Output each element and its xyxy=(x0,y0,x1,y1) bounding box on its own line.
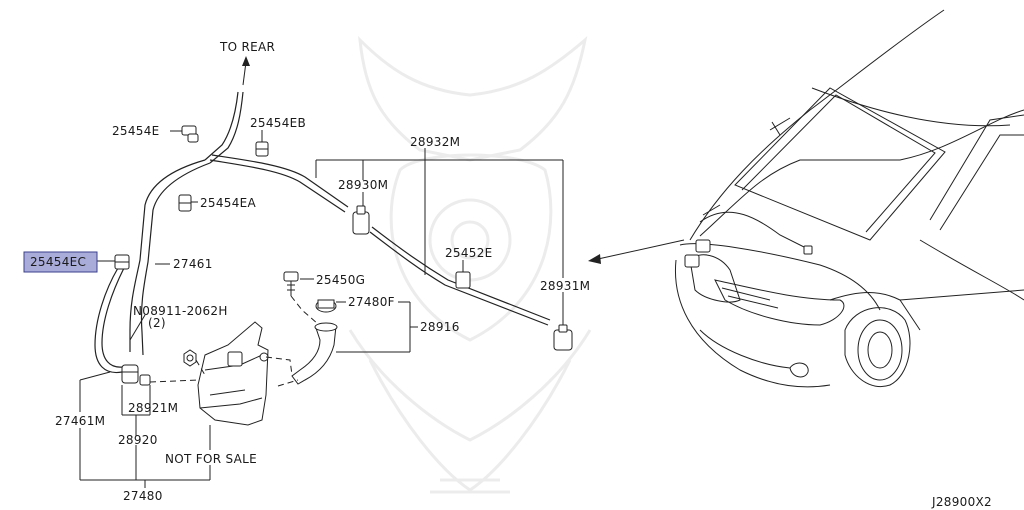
to-rear-label: TO REAR xyxy=(219,40,275,54)
washer-tank xyxy=(197,321,269,426)
label-27480: 27480 xyxy=(123,489,163,503)
filler-cap-27480F xyxy=(315,299,337,313)
diagram-code: J28900X2 xyxy=(931,495,992,509)
label-28920: 28920 xyxy=(118,433,158,447)
label-27480F: 27480F xyxy=(348,295,395,309)
highlight-box xyxy=(23,251,98,273)
label-28930M: 28930M xyxy=(338,178,388,192)
nozzle-28930M xyxy=(352,205,370,235)
watermark-emblem xyxy=(348,35,592,494)
label-25454EC: 25454EC xyxy=(30,255,86,269)
to-rear-arrow xyxy=(242,56,250,86)
grommet-28921M xyxy=(139,374,151,386)
filler-neck-28916 xyxy=(291,322,338,385)
label-28932M: 28932M xyxy=(410,135,460,149)
nozzle-28931M xyxy=(553,324,573,351)
label-27461: 27461 xyxy=(173,257,213,271)
label-nut-qty: (2) xyxy=(148,316,166,330)
label-nut-08911-2062H: N08911-2062H xyxy=(133,304,228,318)
assembly-dashed-lines xyxy=(149,295,319,387)
vehicle-pointer-arrow xyxy=(588,239,685,264)
label-25454EB: 25454EB xyxy=(250,116,306,130)
label-25454EA: 25454EA xyxy=(200,196,257,210)
washer-hoses xyxy=(94,91,551,374)
label-27461M: 27461M xyxy=(55,414,105,428)
clip-25454E xyxy=(181,125,199,143)
label-25452E: 25452E xyxy=(445,246,493,260)
clip-25454EB xyxy=(255,141,269,157)
vehicle-illustration xyxy=(674,9,1024,388)
label-28916: 28916 xyxy=(420,320,460,334)
nut-08911-2062H xyxy=(183,349,197,367)
label-25450G: 25450G xyxy=(316,273,365,287)
label-28921M: 28921M xyxy=(128,401,178,415)
clip-25454EA xyxy=(178,194,192,212)
clip-25452E xyxy=(455,271,471,289)
clip-25454EC xyxy=(114,254,130,270)
label-not-for-sale: NOT FOR SALE xyxy=(165,452,257,466)
label-28931M: 28931M xyxy=(540,279,590,293)
label-25454E: 25454E xyxy=(112,124,160,138)
leader-lines xyxy=(79,130,564,488)
bolt-25450G xyxy=(283,271,299,296)
pump-28920 xyxy=(121,364,139,384)
